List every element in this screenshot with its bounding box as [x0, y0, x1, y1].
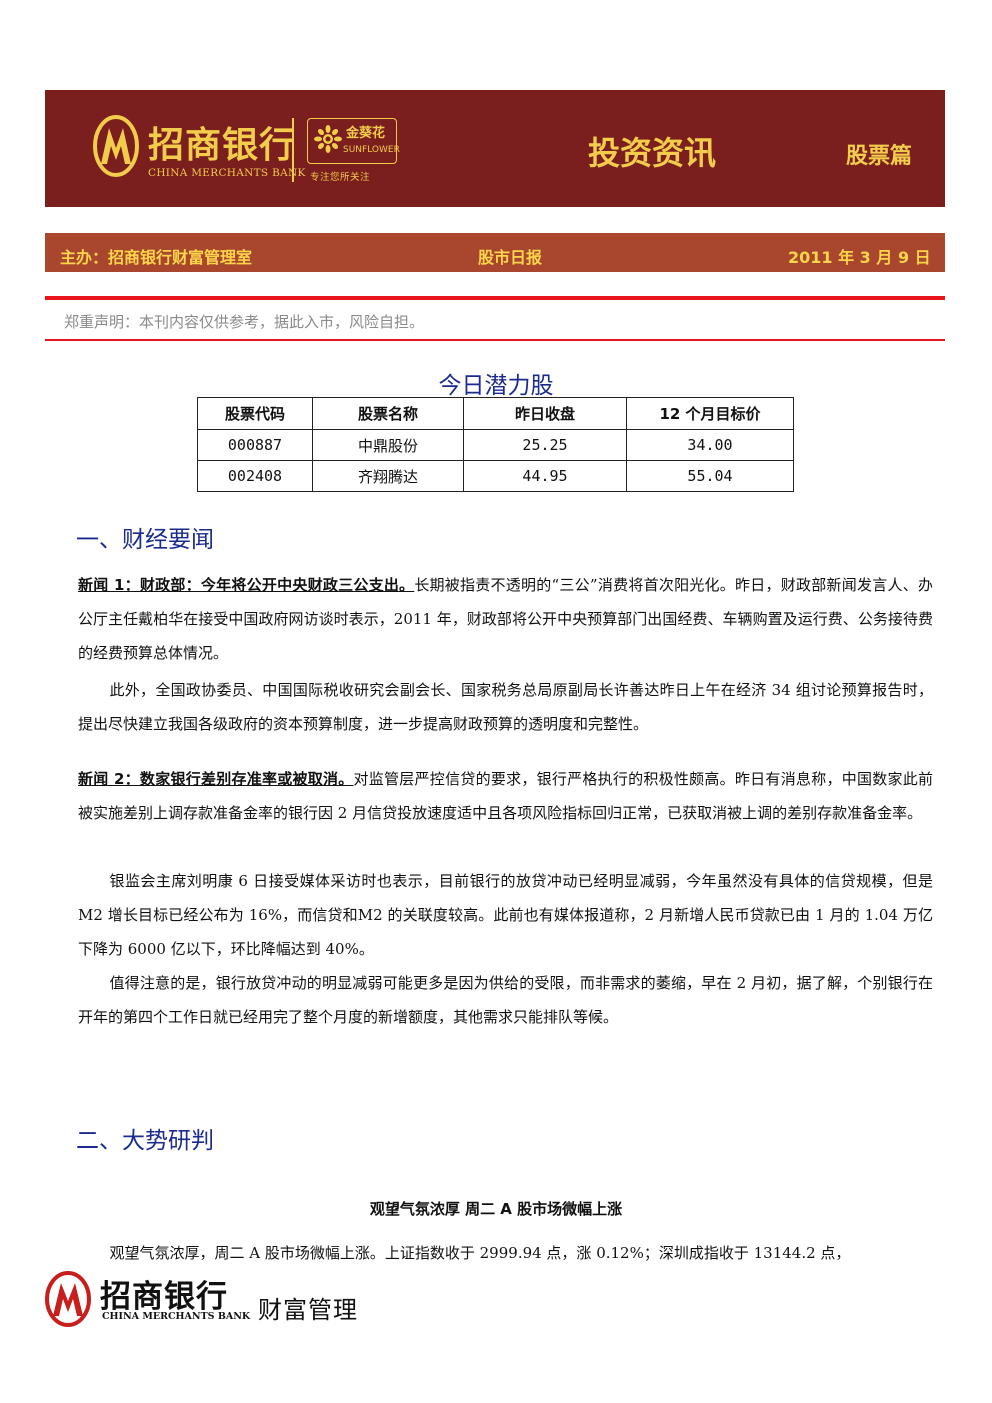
news-2-headline: 新闻 2：数家银行差别存准率或被取消。: [78, 770, 354, 788]
footer-brand-en: CHINA MERCHANTS BANK: [102, 1311, 251, 1322]
cell-close: 25.25: [463, 429, 627, 461]
news-2-text: 对监管层严控信贷的要求，银行严格执行的积极性颇高。昨日有消息称，中国数家此前被实…: [78, 770, 933, 822]
news-2-paragraph-2: 银监会主席刘明康 6 日接受媒体采访时也表示，目前银行的放贷冲动已经明显减弱，今…: [78, 872, 933, 958]
publication-section: 股票篇: [846, 144, 913, 169]
col-header-name: 股票名称: [312, 397, 464, 430]
news-1-headline: 新闻 1：财政部：今年将公开中央财政三公支出。: [78, 576, 415, 594]
news-2-paragraph-3: 值得注意的是，银行放贷冲动的明显减弱可能更多是因为供给的受限，而非需求的萎缩，早…: [78, 974, 933, 1026]
brand-name-en: CHINA MERCHANTS BANK: [148, 167, 306, 179]
cell-target: 34.00: [626, 429, 794, 461]
sunflower-icon: [314, 125, 342, 153]
table-header-row: 股票代码 股票名称 昨日收盘 12 个月目标价: [197, 397, 794, 430]
news-1-text: 长期被指责不透明的“三公”消费将首次阳光化。昨日，财政部新闻发言人、办公厅主任戴…: [78, 576, 933, 662]
report-type: 股市日报: [478, 248, 543, 267]
market-article-title: 观望气氛浓厚 周二 A 股市场微幅上涨: [369, 1200, 623, 1218]
table-row: 002408 齐翔腾达 44.95 55.04: [197, 460, 794, 492]
header-banner: [45, 90, 945, 207]
cell-name: 中鼎股份: [312, 429, 464, 461]
col-header-target: 12 个月目标价: [626, 397, 794, 430]
footer-wealth-management: 财富管理: [258, 1296, 358, 1324]
report-date: 2011 年 3 月 9 日: [788, 248, 931, 267]
sunflower-name-cn: 金葵花: [346, 126, 386, 141]
news-1-paragraph: 新闻 1：财政部：今年将公开中央财政三公支出。长期被指责不透明的“三公”消费将首…: [78, 568, 933, 670]
section-heading-news: 一、财经要闻: [76, 527, 214, 553]
publication-title: 投资资讯: [588, 134, 717, 172]
sunflower-slogan: 专注您所关注: [310, 172, 371, 183]
brand-name-cn: 招商银行: [148, 125, 297, 166]
cell-close: 44.95: [463, 460, 627, 492]
info-bar: [45, 233, 945, 272]
potential-stocks-table: 股票代码 股票名称 昨日收盘 12 个月目标价 000887 中鼎股份 25.2…: [197, 397, 794, 492]
host-label: 主办：招商银行财富管理室: [60, 248, 253, 267]
news-2-paragraph: 新闻 2：数家银行差别存准率或被取消。对监管层严控信贷的要求，银行严格执行的积极…: [78, 762, 933, 830]
banner-divider: [292, 118, 294, 182]
red-divider-bottom: [45, 339, 945, 341]
sunflower-badge: [307, 118, 397, 164]
table-row: 000887 中鼎股份 25.25 34.00: [197, 429, 794, 461]
cell-code: 000887: [197, 429, 313, 461]
cell-target: 55.04: [626, 460, 794, 492]
section-heading-market: 二、大势研判: [76, 1128, 214, 1154]
news-1-paragraph-2: 此外，全国政协委员、中国国际税收研究会副会长、国家税务总局原副局长许善达昨日上午…: [78, 681, 933, 733]
footer-brand-cn: 招商银行: [100, 1279, 228, 1315]
table-title: 今日潜力股: [438, 373, 554, 399]
footer-cmb-logo-icon: [45, 1271, 91, 1327]
market-article-paragraph: 观望气氛浓厚，周二 A 股市场微幅上涨。上证指数收于 2999.94 点，涨 0…: [109, 1244, 851, 1262]
disclaimer: 郑重声明：本刊内容仅供参考，据此入市，风险自担。: [64, 313, 425, 331]
red-divider-top: [45, 296, 945, 300]
col-header-code: 股票代码: [197, 397, 313, 430]
col-header-close: 昨日收盘: [463, 397, 627, 430]
cell-code: 002408: [197, 460, 313, 492]
cell-name: 齐翔腾达: [312, 460, 464, 492]
sunflower-name-en: SUNFLOWER: [343, 145, 400, 155]
cmb-logo-icon: [93, 115, 139, 177]
